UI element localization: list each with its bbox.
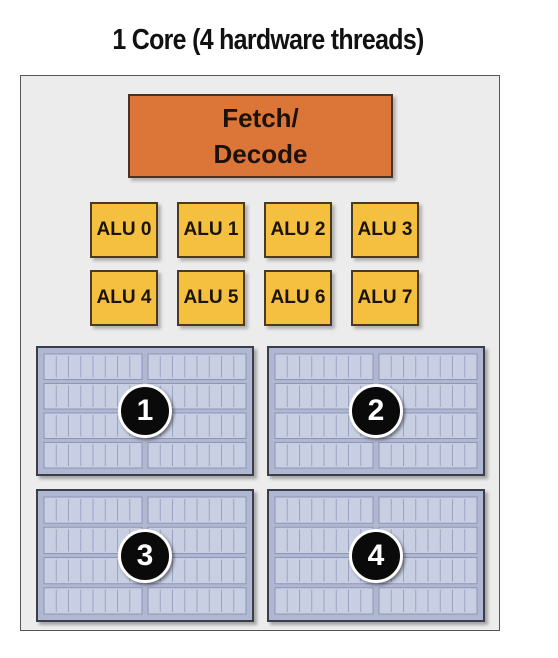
fetch-decode-label: Fetch/ Decode <box>213 103 308 169</box>
context-number: 1 <box>136 394 154 427</box>
alu-label: ALU 5 <box>183 287 239 308</box>
register-grid <box>274 496 478 615</box>
alu-3: ALU 3 <box>351 202 419 258</box>
alu-label: ALU 4 <box>96 287 152 308</box>
alu-2: ALU 2 <box>264 202 332 258</box>
context-number-badge: 3 <box>118 528 172 583</box>
alu-label: ALU 1 <box>183 219 239 240</box>
alu-label: ALU 2 <box>270 219 326 240</box>
register-grid <box>274 353 478 469</box>
context-number: 4 <box>367 538 385 572</box>
alu-0: ALU 0 <box>90 202 158 258</box>
alu-label: ALU 0 <box>96 219 152 240</box>
context-number: 2 <box>367 394 385 427</box>
execution-context-1: 1 <box>36 346 254 476</box>
alu-4: ALU 4 <box>90 270 158 326</box>
alu-label: ALU 3 <box>357 219 413 240</box>
execution-context-3: 3 <box>36 489 254 622</box>
context-number: 3 <box>136 538 154 572</box>
context-number-badge: 4 <box>349 528 403 583</box>
alu-5: ALU 5 <box>177 270 245 326</box>
diagram-title: 1 Core (4 hardware threads) <box>112 24 424 56</box>
alu-7: ALU 7 <box>351 270 419 326</box>
alu-1: ALU 1 <box>177 202 245 258</box>
fetch-decode-unit: Fetch/ Decode <box>128 94 393 178</box>
alu-6: ALU 6 <box>264 270 332 326</box>
context-number-badge: 2 <box>349 384 403 438</box>
context-number-badge: 1 <box>118 384 172 438</box>
execution-context-4: 4 <box>267 489 485 622</box>
execution-context-2: 2 <box>267 346 485 476</box>
alu-label: ALU 7 <box>357 287 413 308</box>
alu-label: ALU 6 <box>270 287 326 308</box>
